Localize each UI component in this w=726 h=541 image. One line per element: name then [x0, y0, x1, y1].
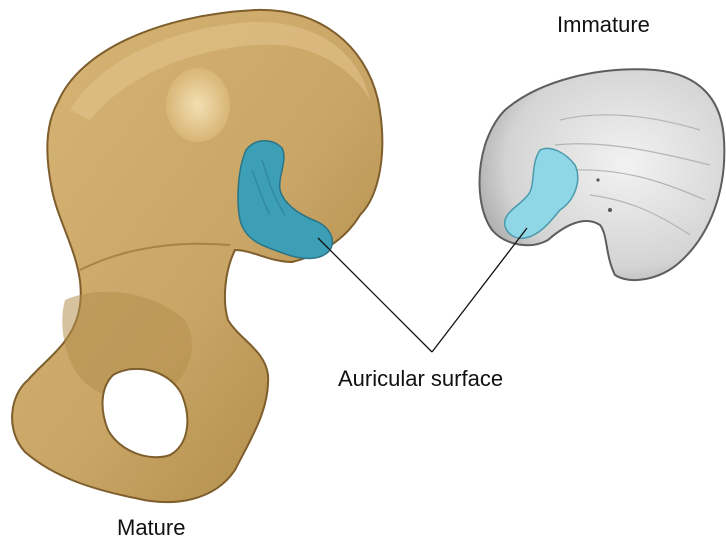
immature-ilium [480, 69, 725, 280]
mature-hip-bone [12, 10, 382, 502]
foramen-dot [608, 208, 612, 212]
mature-label: Mature [117, 515, 185, 541]
immature-bone-outline [480, 69, 725, 280]
leader-line-mature [318, 238, 432, 352]
iliac-fossa-spot [166, 68, 230, 142]
foramen-dot [596, 178, 599, 181]
immature-label: Immature [557, 12, 650, 38]
auricular-surface-label: Auricular surface [338, 366, 503, 392]
leader-line-immature [432, 228, 527, 352]
leader-lines [318, 228, 527, 352]
